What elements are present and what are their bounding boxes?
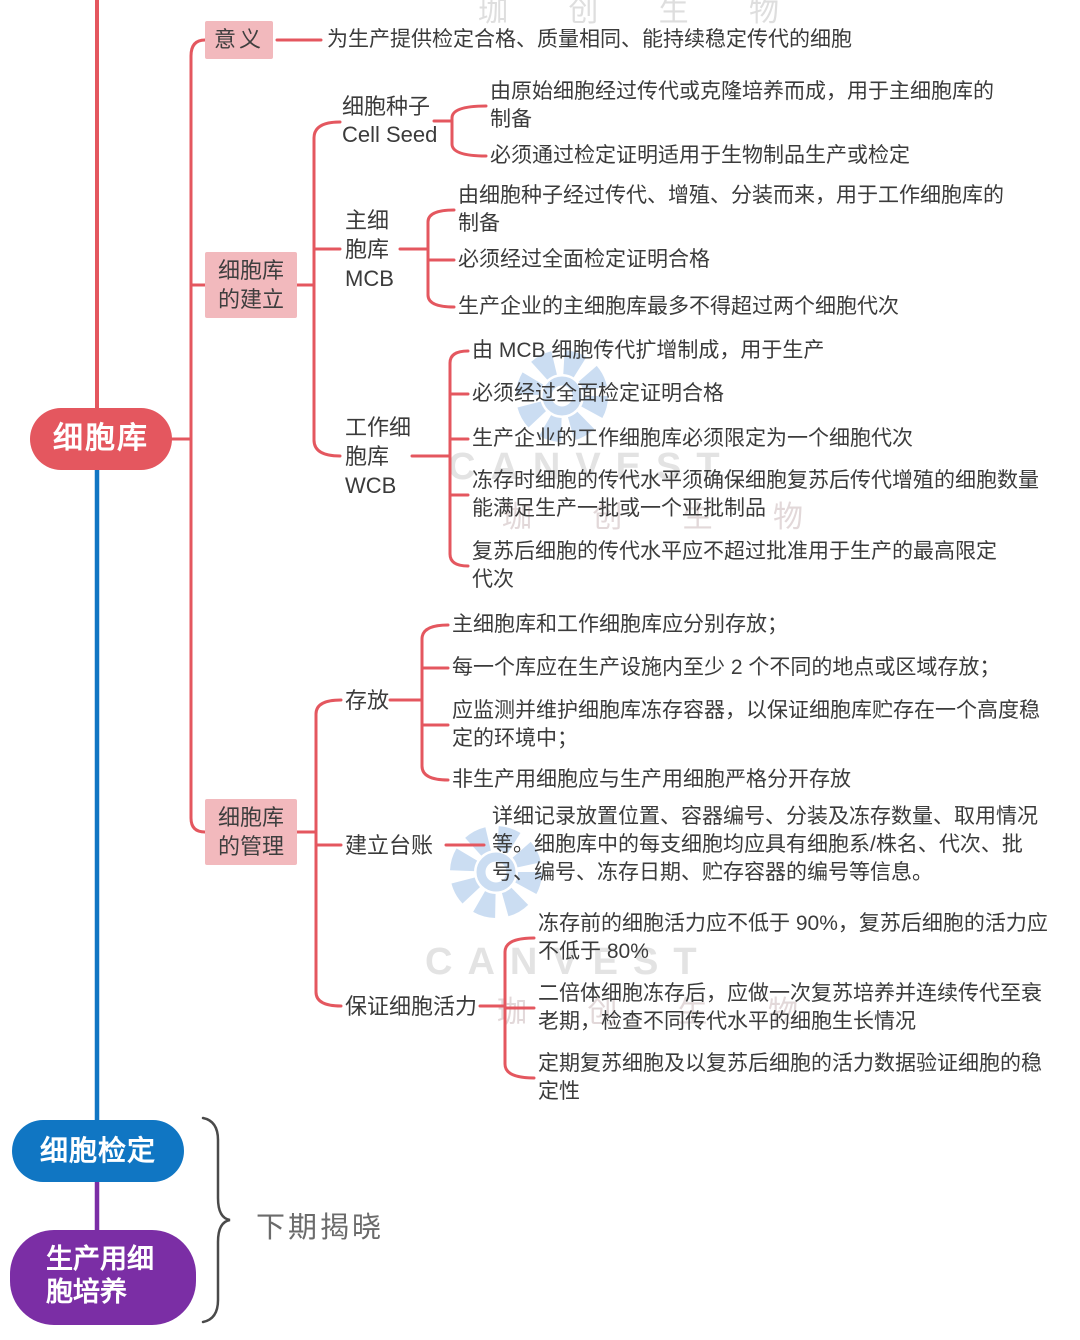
main-brace: [189, 38, 207, 834]
future-note: 下期揭晓: [256, 1212, 385, 1244]
text-line: 定性: [538, 1080, 580, 1103]
leaf-node[interactable]: 二倍体细胞冻存后，应做一次复苏培养并连续传代至衰 老期，检查不同传代水平的细胞生…: [538, 980, 1042, 1036]
text-line: 主细: [345, 208, 390, 233]
text-line: 冻存时细胞的传代水平须确保细胞复苏后传代增殖的细胞数量: [472, 469, 1039, 492]
leaf-node[interactable]: 由原始细胞经过传代或克隆培养而成，用于主细胞库的 制备: [490, 78, 994, 134]
text-line: 建立台账: [345, 833, 434, 858]
leaf-node[interactable]: 非生产用细胞应与生产用细胞严格分开存放: [452, 766, 851, 794]
text-line: 为生产提供检定合格、质量相同、能持续稳定传代的细胞: [327, 28, 852, 51]
text-line: 存放: [345, 688, 390, 713]
text-line: 胞库: [345, 237, 390, 262]
huoli-brace: [503, 936, 536, 1080]
text-line: 细胞种子: [342, 94, 431, 119]
text-line: 生产用细: [46, 1244, 154, 1274]
text-line: 的建立: [217, 287, 284, 312]
text-line: 主细胞库和工作细胞库应分别存放；: [452, 613, 788, 636]
leaf-node[interactable]: 冻存前的细胞活力应不低于 90%，复苏后细胞的活力应 不低于 80%: [538, 910, 1048, 966]
text-line: 每一个库应在生产设施内至少 2 个不同的地点或区域存放；: [452, 656, 1001, 679]
text-line: 制备: [490, 108, 532, 131]
wcb-brace: [448, 349, 470, 568]
leaf-node[interactable]: 必须经过全面检定证明合格: [458, 246, 710, 274]
text-line: 胞库: [345, 444, 390, 469]
text-line: 应监测并维护细胞库冻存容器，以保证细胞库贮存在一个高度稳: [452, 699, 1040, 722]
text-line: 由细胞种子经过传代、增殖、分装而来，用于工作细胞库的: [458, 184, 1004, 207]
leaf-node[interactable]: 主细胞库和工作细胞库应分别存放；: [452, 611, 788, 639]
text-line: 工作细: [345, 415, 412, 440]
leaf-node[interactable]: 定期复苏细胞及以复苏后细胞的活力数据验证细胞的稳 定性: [538, 1050, 1042, 1106]
text-line: 必须经过全面检定证明合格: [472, 382, 724, 405]
text-line: 保证细胞活力: [345, 994, 478, 1019]
node-ledger[interactable]: 建立台账: [345, 831, 433, 860]
meaning-text[interactable]: 为生产提供检定合格、质量相同、能持续稳定传代的细胞: [327, 26, 852, 54]
text-line: WCB: [345, 473, 397, 498]
gear-icon: [516, 350, 608, 442]
text-line: 细胞库: [217, 805, 284, 830]
node-establish[interactable]: 细胞库 的建立: [205, 252, 297, 318]
manage-brace: [314, 698, 343, 1008]
text-line: 二倍体细胞冻存后，应做一次复苏培养并连续传代至衰: [538, 982, 1042, 1005]
node-storage[interactable]: 存放: [345, 686, 389, 715]
node-meaning[interactable]: 意义: [205, 21, 273, 59]
text-line: 制备: [458, 212, 500, 235]
watermark-brand-mid: CANVEST: [448, 446, 735, 488]
leaf-node[interactable]: 复苏后细胞的传代水平应不超过批准用于生产的最高限定 代次: [472, 538, 997, 594]
seed-brace: [450, 104, 488, 158]
mcb-brace: [426, 208, 456, 309]
watermark-brand-low: CANVEST: [425, 941, 712, 983]
text-line: 定期复苏细胞及以复苏后细胞的活力数据验证细胞的稳: [538, 1052, 1042, 1075]
leaf-node[interactable]: 生产企业的工作细胞库必须限定为一个细胞代次: [472, 425, 913, 453]
text-line: 生产企业的主细胞库最多不得超过两个细胞代次: [458, 295, 899, 318]
gear-icon: [450, 826, 542, 918]
node-cell-seed[interactable]: 细胞种子 Cell Seed: [342, 93, 437, 149]
text-line: 胞培养: [46, 1277, 127, 1307]
text-line: 能满足生产一批或一个亚批制品: [472, 497, 766, 520]
leaf-node[interactable]: 必须经过全面检定证明合格: [472, 380, 724, 408]
node-manage[interactable]: 细胞库 的管理: [205, 799, 297, 865]
leaf-node[interactable]: 必须通过检定证明适用于生物制品生产或检定: [490, 142, 910, 170]
text-line: 生产企业的工作细胞库必须限定为一个细胞代次: [472, 427, 913, 450]
text-line: 等。细胞库中的每支细胞均应具有细胞系/株名、代次、批: [492, 833, 1023, 856]
establish-brace: [312, 120, 342, 458]
leaf-node[interactable]: 由细胞种子经过传代、增殖、分装而来，用于工作细胞库的 制备: [458, 182, 1004, 238]
text-line: 详细记录放置位置、容器编号、分装及冻存数量、取用情况: [492, 805, 1038, 828]
text-line: 由原始细胞经过传代或克隆培养而成，用于主细胞库的: [490, 80, 994, 103]
leaf-node[interactable]: 由 MCB 细胞传代扩增制成，用于生产: [472, 337, 824, 365]
future-brace: [201, 1116, 231, 1324]
leaf-node[interactable]: 详细记录放置位置、容器编号、分装及冻存数量、取用情况 等。细胞库中的每支细胞均应…: [492, 803, 1038, 887]
node-wcb[interactable]: 工作细 胞库 WCB: [345, 413, 411, 500]
watermark-company-top: 珈 创 生 物: [478, 0, 806, 28]
text-line: 老期，检查不同传代水平的细胞生长情况: [538, 1010, 916, 1033]
node-viability[interactable]: 保证细胞活力: [345, 992, 477, 1021]
node-production-cell-culture[interactable]: 生产用细 胞培养: [10, 1230, 196, 1325]
text-line: 细胞库: [217, 258, 284, 283]
leaf-node[interactable]: 应监测并维护细胞库冻存容器，以保证细胞库贮存在一个高度稳 定的环境中；: [452, 697, 1040, 753]
text-line: 的管理: [217, 834, 284, 859]
text-line: 冻存前的细胞活力应不低于 90%，复苏后细胞的活力应: [538, 912, 1048, 935]
text-line: 代次: [472, 568, 514, 591]
node-cell-testing[interactable]: 细胞检定: [12, 1120, 184, 1182]
text-line: 由 MCB 细胞传代扩增制成，用于生产: [472, 339, 825, 362]
text-line: 号、编号、冻存日期、贮存容器的编号等信息。: [492, 861, 933, 884]
text-line: MCB: [345, 266, 394, 291]
text-line: 必须通过检定证明适用于生物制品生产或检定: [490, 144, 910, 167]
watermark-company-low: 珈 创 生 物: [497, 996, 825, 1029]
leaf-node[interactable]: 每一个库应在生产设施内至少 2 个不同的地点或区域存放；: [452, 654, 1000, 682]
node-mcb[interactable]: 主细 胞库 MCB: [345, 206, 394, 293]
text-line: 必须经过全面检定证明合格: [458, 248, 710, 271]
text-line: 复苏后细胞的传代水平应不超过批准用于生产的最高限定: [472, 540, 997, 563]
text-line: 定的环境中；: [452, 727, 578, 750]
watermark-company-mid: 珈 创 生 物: [502, 501, 830, 534]
text-line: 非生产用细胞应与生产用细胞严格分开存放: [452, 768, 851, 791]
text-line: Cell Seed: [342, 122, 438, 147]
leaf-node[interactable]: 生产企业的主细胞库最多不得超过两个细胞代次: [458, 293, 899, 321]
root-node-cell-bank[interactable]: 细胞库: [30, 408, 172, 470]
text-line: 不低于 80%: [538, 940, 649, 963]
leaf-node[interactable]: 冻存时细胞的传代水平须确保细胞复苏后传代增殖的细胞数量 能满足生产一批或一个亚批…: [472, 467, 1039, 523]
cunfang-brace: [420, 623, 450, 782]
